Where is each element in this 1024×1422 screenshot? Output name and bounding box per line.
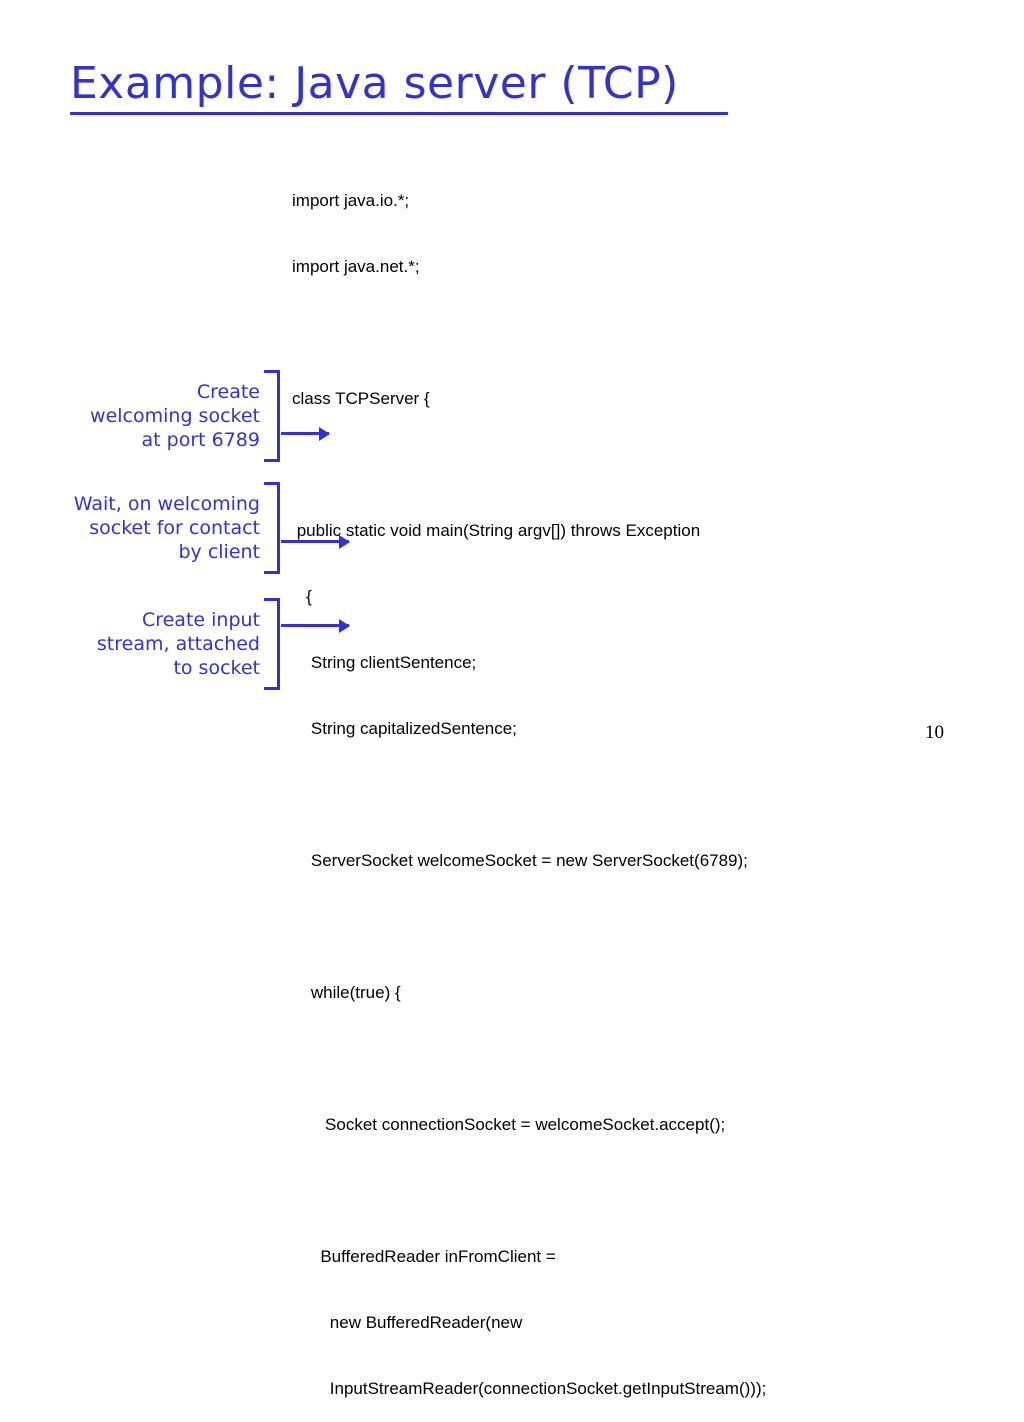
code-line: class TCPServer { (292, 389, 430, 408)
annotation-create-input-stream: Create input stream, attached to socket (30, 598, 280, 690)
arrow-right-icon (281, 432, 329, 435)
right-bracket-icon (264, 598, 280, 690)
right-bracket-icon (264, 370, 280, 462)
title-underline-rule (70, 112, 728, 115)
annotation-label: Wait, on welcoming socket for contact by… (73, 493, 260, 563)
code-line-blank (292, 1048, 992, 1070)
annotation-label: Create input stream, attached to socket (96, 609, 260, 679)
annotation-wait-for-contact: Wait, on welcoming socket for contact by… (30, 482, 280, 574)
java-code-block: import java.io.*; import java.net.*; cla… (292, 146, 992, 1422)
annotation-create-welcoming-socket: Create welcoming socket at port 6789 (30, 370, 280, 462)
code-line-while-true: while(true) { (292, 983, 401, 1002)
code-line: String capitalizedSentence; (292, 719, 517, 738)
code-line-server-socket: ServerSocket welcomeSocket = new ServerS… (292, 851, 748, 870)
code-line-accept: Socket connectionSocket = welcomeSocket.… (292, 1115, 726, 1134)
code-line: import java.io.*; (292, 191, 410, 210)
code-line-blank (292, 916, 992, 938)
page-title: Example: Java server (TCP) (70, 58, 679, 109)
code-line: { (292, 587, 312, 606)
code-line: InputStreamReader(connectionSocket.getIn… (292, 1379, 767, 1398)
right-bracket-icon (264, 482, 280, 574)
code-line-blank (292, 1180, 992, 1202)
code-line-blank (292, 322, 992, 344)
code-line-blank (292, 454, 992, 476)
code-line: public static void main(String argv[]) t… (292, 521, 701, 540)
code-line: new BufferedReader(new (292, 1313, 523, 1332)
arrow-right-icon (281, 540, 349, 543)
arrow-right-icon (281, 624, 349, 627)
code-line-blank (292, 784, 992, 806)
code-line: String clientSentence; (292, 653, 477, 672)
code-line-buffered-reader: BufferedReader inFromClient = (292, 1247, 556, 1266)
page-number: 10 (925, 722, 944, 743)
annotation-label: Create welcoming socket at port 6789 (90, 381, 260, 451)
code-line: import java.net.*; (292, 257, 420, 276)
